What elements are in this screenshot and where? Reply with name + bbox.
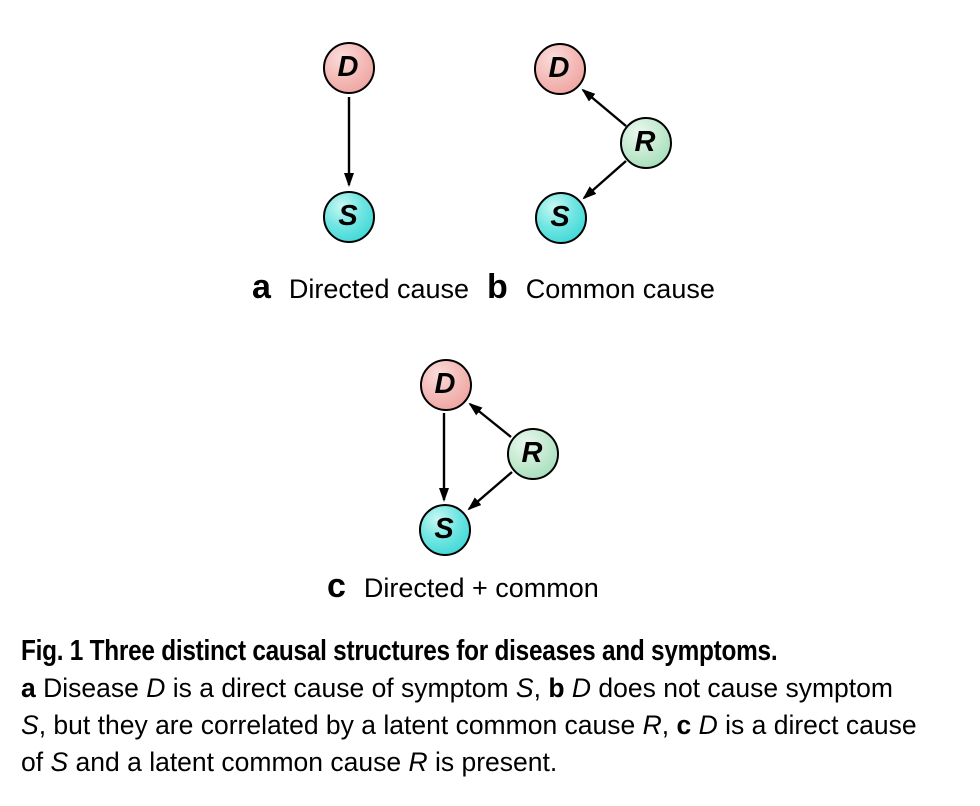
- caption-var-D: D: [146, 673, 166, 703]
- panel-c-title: Directed + common: [363, 573, 599, 603]
- caption-text: [691, 710, 698, 740]
- panel-c-letter: c: [327, 567, 346, 605]
- caption-line-2: a Disease D is a direct cause of symptom…: [21, 670, 971, 707]
- caption-title: Fig. 1 Three distinct causal structures …: [21, 635, 778, 667]
- panel-a-label: a Directed cause: [252, 270, 469, 304]
- panel-a-node-D: D: [323, 42, 375, 94]
- panel-b-label: b Common cause: [487, 270, 715, 304]
- caption-var-S: S: [21, 710, 39, 740]
- caption-var-S: S: [50, 747, 69, 777]
- panel-c-label: c Directed + common: [327, 569, 599, 603]
- panel-b-letter: b: [487, 268, 508, 306]
- arrow-R-to-S-panel-c: [467, 471, 513, 511]
- arrow-R-to-S-panel-b: [582, 160, 627, 200]
- caption-var-S: S: [515, 673, 534, 703]
- caption-line-4: of S and a latent common cause R is pres…: [21, 744, 971, 781]
- panel-b-title: Common cause: [525, 274, 715, 304]
- caption-text: is a direct cause: [717, 710, 917, 740]
- panel-b-node-D-label: D: [548, 51, 570, 84]
- caption-text: does not cause symptom: [591, 673, 893, 703]
- figure-caption: Fig. 1 Three distinct causal structures …: [21, 633, 971, 781]
- caption-text: ,: [661, 710, 677, 740]
- panel-c-node-R: R: [507, 428, 559, 480]
- panel-b-node-S: S: [535, 192, 587, 244]
- arrow-R-to-D-panel-b: [581, 88, 627, 127]
- panel-a-node-D-label: D: [337, 50, 359, 83]
- caption-text: and a latent common cause: [68, 747, 409, 777]
- panel-a-title: Directed cause: [288, 274, 470, 304]
- panel-c-node-D-label: D: [434, 367, 456, 400]
- panel-b-node-D: D: [534, 43, 586, 95]
- panel-c-node-S-label: S: [434, 512, 454, 545]
- caption-var-D: D: [698, 710, 718, 740]
- caption-text: is a direct cause of symptom: [165, 673, 516, 703]
- caption-bold-a: a: [21, 673, 36, 703]
- panel-a-letter: a: [252, 268, 271, 306]
- panel-c-node-S: S: [419, 504, 471, 556]
- caption-line-3: S, but they are correlated by a latent c…: [21, 707, 971, 744]
- panel-a-node-S-label: S: [338, 199, 358, 232]
- caption-var-R: R: [408, 747, 428, 777]
- arrow-R-to-D-panel-c: [468, 402, 512, 438]
- panel-a-node-S: S: [323, 191, 375, 243]
- panel-b-node-R: R: [620, 117, 672, 169]
- caption-text: [565, 673, 572, 703]
- caption-text: Disease: [35, 673, 147, 703]
- caption-var-R: R: [642, 710, 662, 740]
- panel-c-node-R-label: R: [521, 436, 543, 469]
- caption-text: of: [21, 747, 51, 777]
- panel-c-node-D: D: [420, 359, 472, 411]
- panel-b-node-S-label: S: [550, 200, 570, 233]
- caption-text: ,: [533, 673, 549, 703]
- caption-bold-c: c: [676, 710, 692, 740]
- panel-b-node-R-label: R: [634, 125, 656, 158]
- caption-var-D: D: [571, 673, 592, 703]
- caption-text: is present.: [427, 747, 558, 777]
- caption-bold-b: b: [548, 673, 565, 703]
- caption-text: , but they are correlated by a latent co…: [38, 710, 643, 740]
